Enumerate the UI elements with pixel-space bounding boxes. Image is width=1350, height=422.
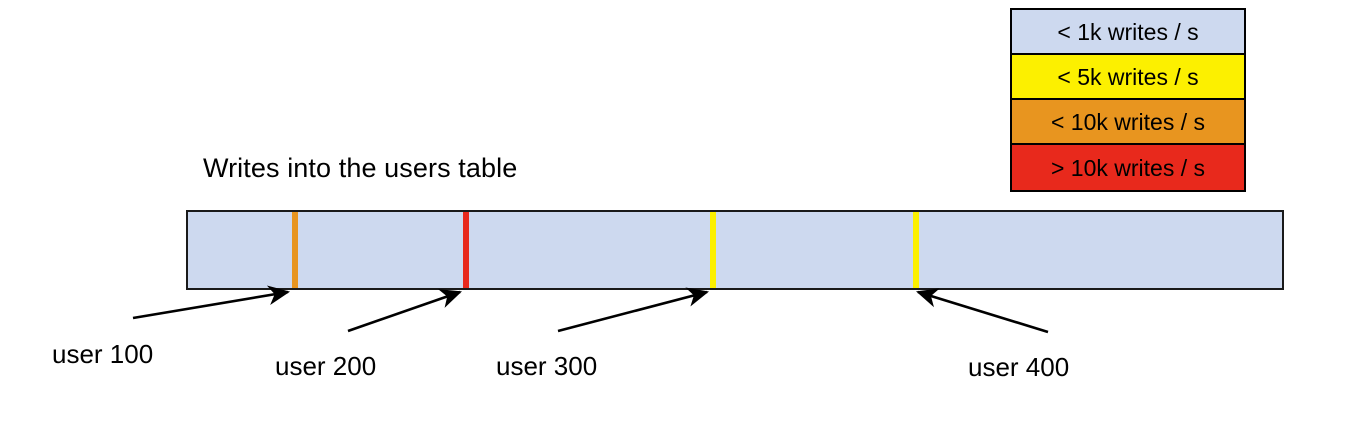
legend-item-label: < 1k writes / s	[1057, 18, 1199, 45]
arrow-user-300	[557, 287, 710, 333]
shard-marker-user-100	[291, 212, 298, 288]
callout-label-user-300: user 300	[496, 351, 598, 381]
page-title: Writes into the users table	[203, 153, 518, 183]
legend-item-lt-1k: < 1k writes / s	[1012, 10, 1244, 55]
legend-item-gt-10k: > 10k writes / s	[1012, 145, 1244, 190]
callout-label-user-200: user 200	[275, 351, 377, 381]
callout-label-user-400: user 400	[968, 352, 1070, 382]
legend-item-label: < 10k writes / s	[1050, 108, 1206, 135]
arrow-user-400	[916, 288, 1049, 334]
arrow-user-200	[347, 289, 462, 333]
callout-label-user-100: user 100	[52, 339, 154, 369]
shard-marker-user-200	[462, 212, 469, 288]
shard-marker-user-400	[913, 212, 920, 288]
shard-marker-user-300	[709, 212, 716, 288]
legend: < 1k writes / s < 5k writes / s < 10k wr…	[1010, 8, 1246, 192]
arrow-user-100	[132, 285, 291, 320]
legend-item-label: < 5k writes / s	[1057, 63, 1199, 90]
legend-item-lt-10k: < 10k writes / s	[1012, 100, 1244, 145]
users-table-bar	[186, 210, 1284, 290]
legend-item-lt-5k: < 5k writes / s	[1012, 55, 1244, 100]
legend-item-label: > 10k writes / s	[1050, 154, 1206, 181]
